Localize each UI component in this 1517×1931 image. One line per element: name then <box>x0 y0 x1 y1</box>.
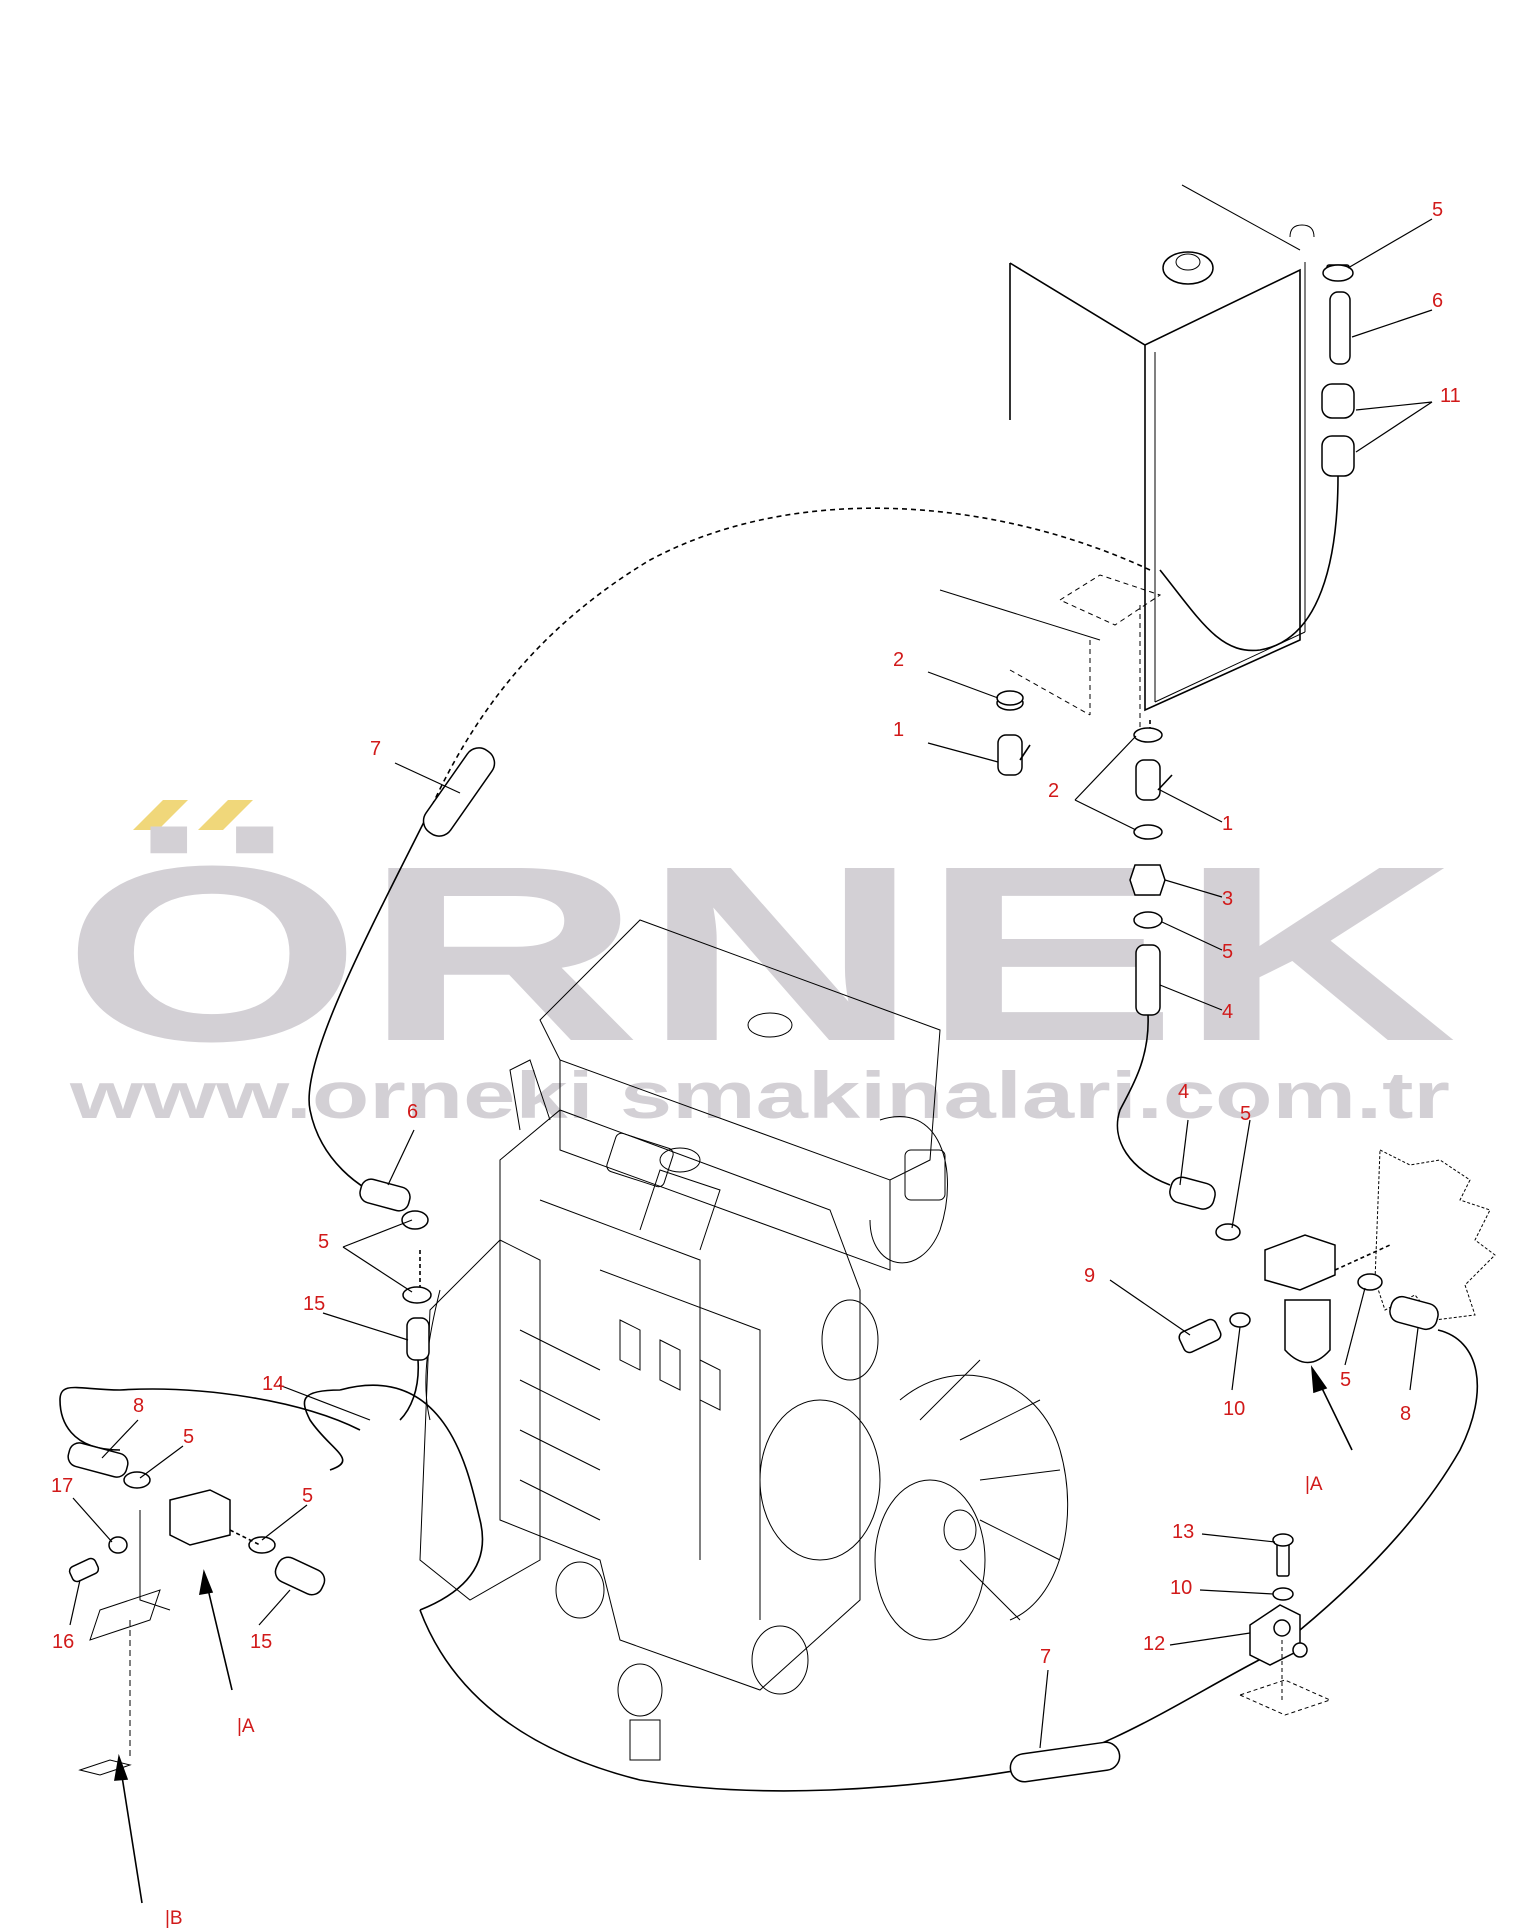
view-label-a: |A <box>1305 1474 1323 1495</box>
callout-5: 5 <box>1432 199 1443 221</box>
callout-5: 5 <box>302 1485 313 1507</box>
callout-16: 16 <box>52 1631 74 1653</box>
callout-6: 6 <box>407 1101 418 1123</box>
callout-11: 11 <box>1440 385 1461 407</box>
callout-10: 10 <box>1223 1398 1245 1420</box>
callout-8: 8 <box>1400 1403 1411 1425</box>
callout-2: 2 <box>893 649 904 671</box>
engine <box>419 919 1069 1761</box>
callout-6: 6 <box>1432 290 1443 312</box>
callout-12: 12 <box>1143 1633 1165 1655</box>
view-arrows <box>114 1365 1353 1904</box>
callout-9: 9 <box>1084 1265 1095 1287</box>
fuel-filter <box>1169 1149 1496 1631</box>
return-fittings <box>1159 264 1355 652</box>
callout-4: 4 <box>1222 1001 1233 1023</box>
view-label-a: |A <box>237 1716 255 1737</box>
callout-13: 13 <box>1172 1521 1194 1543</box>
callout-5: 5 <box>1222 941 1233 963</box>
leader-lines <box>69 218 1433 1749</box>
engine-inlet-fittings <box>359 1178 432 1421</box>
watermark: ÖRNEK www.orneki smakinalari.com.tr <box>62 800 1457 1132</box>
callout-4: 4 <box>1178 1081 1189 1103</box>
callout-8: 8 <box>133 1395 144 1417</box>
callout-1: 1 <box>893 719 904 741</box>
callout-14: 14 <box>262 1373 284 1395</box>
callout-10: 10 <box>1170 1577 1192 1599</box>
callout-5: 5 <box>183 1426 194 1448</box>
tank-outlet-fittings <box>996 690 1173 1186</box>
callout-3: 3 <box>1222 888 1233 910</box>
callout-15: 15 <box>303 1293 325 1315</box>
left-bracket-assembly <box>59 1384 484 1776</box>
watermark-url: www.orneki smakinalari.com.tr <box>69 1058 1450 1132</box>
watermark-accent-left <box>133 800 188 830</box>
callouts: 5 6 11 2 1 2 1 3 5 4 7 4 5 6 5 15 9 10 5… <box>51 199 1461 1668</box>
callout-5: 5 <box>1240 1103 1251 1125</box>
callout-15: 15 <box>250 1631 272 1653</box>
callout-5: 5 <box>318 1231 329 1253</box>
watermark-brand: ÖRNEK <box>62 814 1457 1093</box>
callout-17: 17 <box>51 1475 73 1497</box>
callout-5: 5 <box>1340 1369 1351 1391</box>
callout-7: 7 <box>1040 1646 1051 1668</box>
hose-bottom-arc <box>419 1533 1332 1792</box>
view-labels: |A |A |B <box>165 1474 1323 1929</box>
view-label-b: |B <box>165 1908 183 1929</box>
watermark-accent-right <box>198 800 253 830</box>
fuel-tank <box>939 184 1315 740</box>
callout-1: 1 <box>1222 813 1233 835</box>
callout-7: 7 <box>370 738 381 760</box>
callout-2: 2 <box>1048 780 1059 802</box>
